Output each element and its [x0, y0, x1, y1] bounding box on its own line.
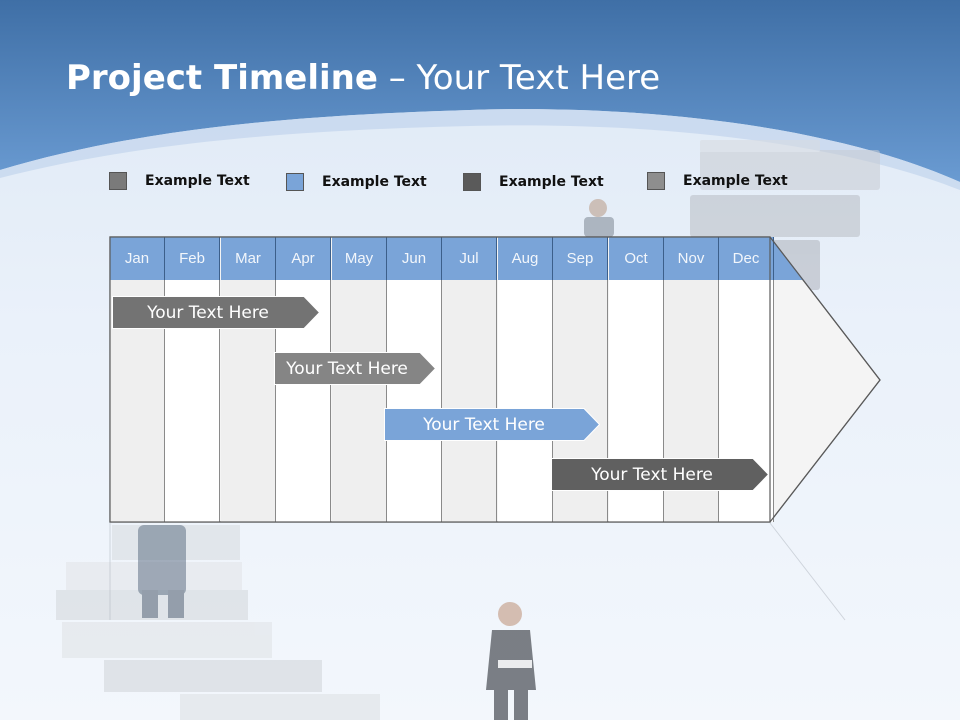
month-column	[442, 280, 497, 522]
month-header-feb: Feb	[165, 237, 220, 280]
task-bar-4: Your Text Here	[551, 458, 769, 491]
header-band	[0, 0, 960, 190]
month-header-mar: Mar	[221, 237, 276, 280]
task-label: Your Text Here	[423, 414, 545, 435]
month-header-sep: Sep	[553, 237, 608, 280]
month-header-nov: Nov	[664, 237, 719, 280]
task-label: Your Text Here	[286, 358, 408, 379]
legend-label: Example Text	[145, 173, 250, 189]
month-column	[387, 280, 442, 522]
month-column	[332, 280, 387, 522]
task-bar-2: Your Text Here	[274, 352, 436, 385]
page-title: Project Timeline – Your Text Here	[66, 58, 660, 98]
legend-item-2: Example Text	[286, 172, 427, 192]
legend-label: Example Text	[499, 174, 604, 190]
legend-label: Example Text	[322, 174, 427, 190]
month-header-jul: Jul	[442, 237, 497, 280]
legend-label: Example Text	[683, 173, 788, 189]
title-bold: Project Timeline	[66, 58, 378, 98]
task-label: Your Text Here	[591, 464, 713, 485]
month-header-oct: Oct	[609, 237, 664, 280]
title-rest: – Your Text Here	[377, 58, 661, 98]
month-column	[498, 280, 553, 522]
month-header-apr: Apr	[276, 237, 331, 280]
legend-item-1: Example Text	[109, 171, 250, 191]
month-header-jan: Jan	[110, 237, 165, 280]
legend-item-4: Example Text	[647, 171, 788, 191]
legend-swatch	[647, 172, 665, 190]
month-header-dec: Dec	[719, 237, 774, 280]
month-header-jun: Jun	[387, 237, 442, 280]
task-bar-3: Your Text Here	[384, 408, 600, 441]
legend-item-3: Example Text	[463, 172, 604, 192]
task-label: Your Text Here	[147, 302, 269, 323]
legend-swatch	[109, 172, 127, 190]
legend-swatch	[286, 173, 304, 191]
task-bar-1: Your Text Here	[112, 296, 320, 329]
month-header-aug: Aug	[498, 237, 553, 280]
legend-swatch	[463, 173, 481, 191]
month-header-may: May	[332, 237, 387, 280]
